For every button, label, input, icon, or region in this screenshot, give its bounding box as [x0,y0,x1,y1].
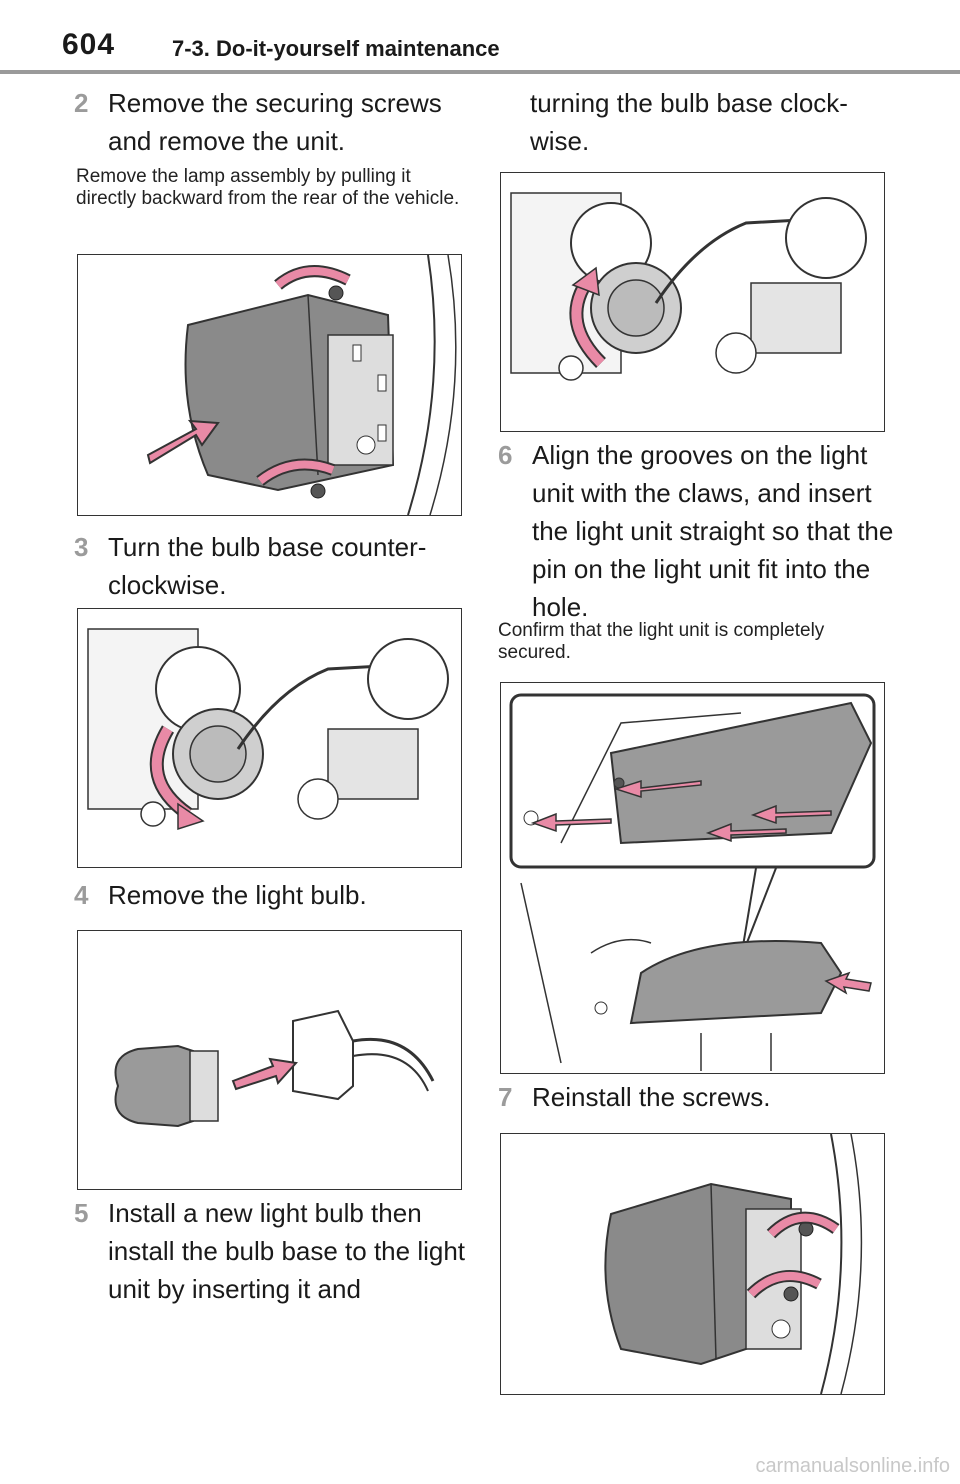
step-6: 6 Align the grooves on the light unit wi… [498,436,898,626]
step-6-note: Confirm that the light unit is completel… [498,620,825,663]
bulb-base-ccw-illustration [87,628,449,831]
step-text: Remove the light bulb. [108,880,367,910]
light-unit-alignment-illustration [509,693,876,1071]
bulb-removal-illustration [114,1009,435,1128]
step-text: Align the grooves on the light unit with… [532,440,894,622]
step-text: Remove the securing screws and remove th… [108,88,442,156]
step-5: 5 Install a new light bulb then install … [74,1194,474,1308]
screw-reinstall-illustration [604,1134,863,1394]
page-number: 604 [62,28,116,61]
figure-remove-unit [77,254,462,516]
step-2-note: Remove the lamp assembly by pulling it d… [76,166,460,209]
step-3: 3 Turn the bulb base counter-clockwise. [74,528,474,604]
step-number: 3 [74,532,89,562]
step-4: 4 Remove the light bulb. [74,876,474,914]
figure-turn-bulb-base-ccw [77,608,462,868]
step-2: 2 Remove the securing screws and remove … [74,84,474,160]
step-number: 6 [498,440,513,470]
watermark: carmanualsonline.info [755,1455,950,1477]
step-number: 4 [74,880,89,910]
figure-reinstall-screws [500,1133,885,1395]
step-text: Turn the bulb base counter-clockwise. [108,532,427,600]
lamp-removal-illustration [146,255,457,515]
step-5-continued: turning the bulb base clock-wise. [530,88,848,156]
step-text: Install a new light bulb then install th… [108,1198,466,1304]
step-7: 7 Reinstall the screws. [498,1078,898,1116]
figure-align-light-unit [500,682,885,1074]
figure-turn-bulb-base-cw [500,172,885,432]
page-header: 604 7-3. Do-it-yourself maintenance [0,0,960,78]
step-number: 5 [74,1198,89,1228]
header-rule [0,70,960,74]
step-number: 2 [74,88,89,118]
figure-remove-bulb [77,930,462,1190]
section-title: 7-3. Do-it-yourself maintenance [172,36,500,61]
step-text: Reinstall the screws. [532,1082,771,1112]
bulb-base-cw-illustration [510,192,867,381]
step-number: 7 [498,1082,513,1112]
